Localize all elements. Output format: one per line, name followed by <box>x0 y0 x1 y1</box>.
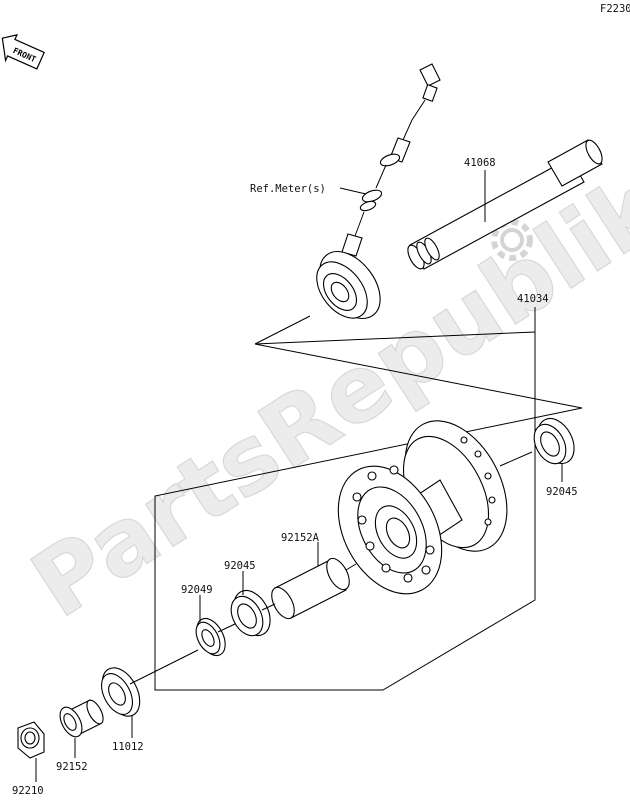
spacer-92152 <box>59 699 104 758</box>
label-41068: 41068 <box>464 157 496 169</box>
label-ref-meter: Ref.Meter(s) <box>250 183 326 195</box>
collar-11012 <box>101 649 199 738</box>
label-92049: 92049 <box>181 584 213 596</box>
label-11012: 11012 <box>112 741 144 753</box>
meter-gear-housing <box>316 251 381 319</box>
seal-92049 <box>195 595 236 657</box>
front-arrow-icon: FRONT <box>1 34 45 70</box>
nut-92210 <box>17 721 45 782</box>
label-92152A: 92152A <box>281 532 320 544</box>
bearing-92045-right <box>499 417 575 482</box>
label-92152: 92152 <box>56 761 88 773</box>
bearing-92045-left <box>230 571 276 637</box>
label-92045-left: 92045 <box>224 560 256 572</box>
assembly-frame-41034 <box>154 307 583 691</box>
label-92045-right: 92045 <box>546 486 578 498</box>
wheel-hub <box>337 420 508 595</box>
watermark-gear-icon <box>491 219 533 261</box>
diagram-code: F2230 <box>600 3 630 15</box>
label-41034: 41034 <box>517 293 549 305</box>
axle-41068 <box>407 139 603 270</box>
spacer-92152A <box>271 542 357 620</box>
meter-cable <box>341 63 441 257</box>
label-92210: 92210 <box>12 785 44 797</box>
